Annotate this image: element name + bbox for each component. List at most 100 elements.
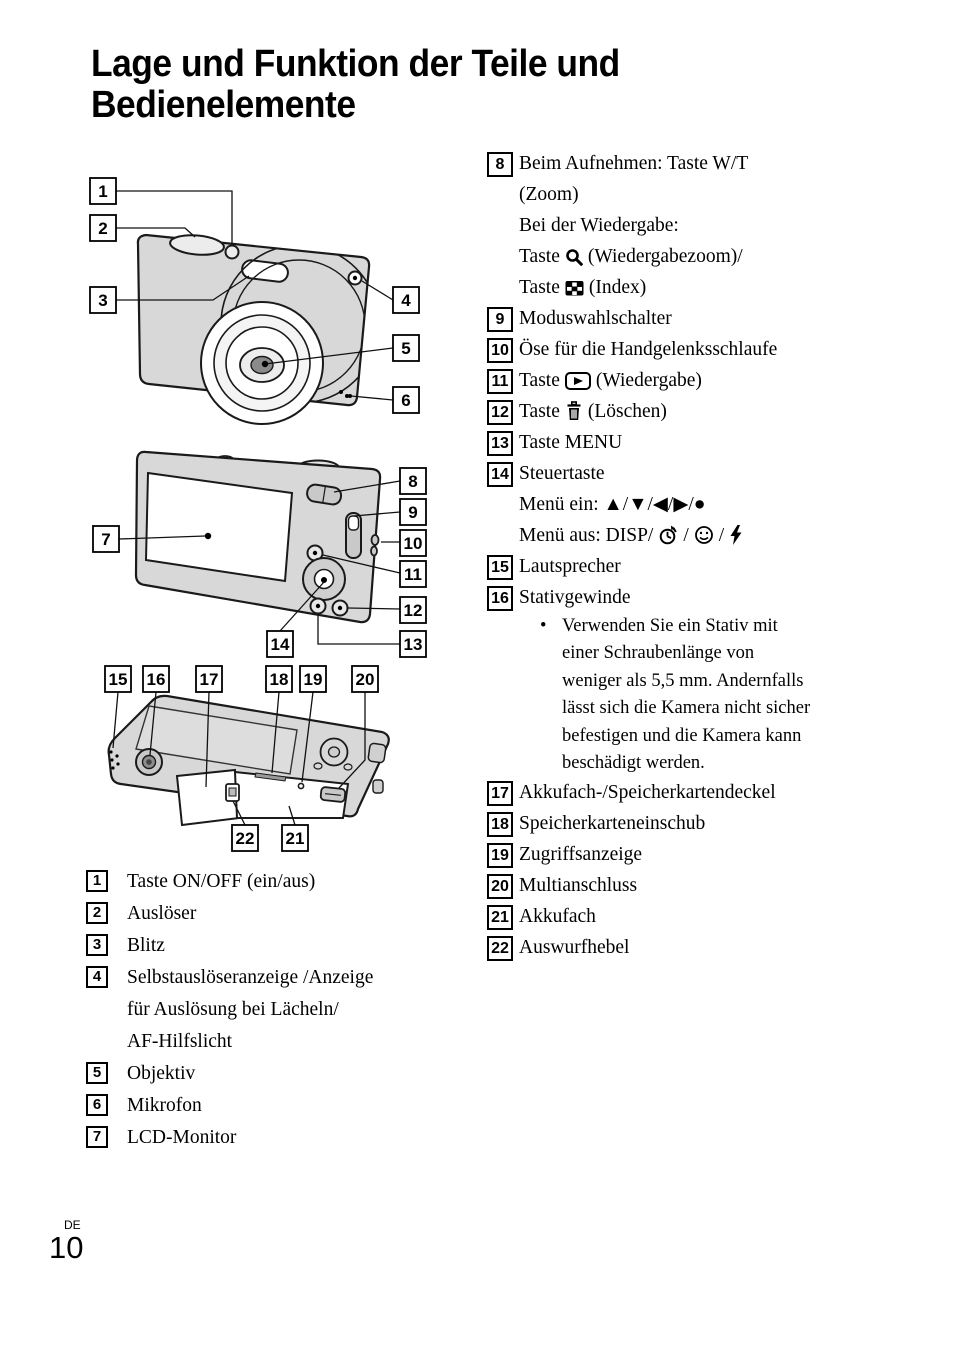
leader-line-11 [322,554,401,574]
leader-line-16 [149,691,157,756]
part-number-6: 6 [86,1094,108,1116]
callout-box-18: 18 [265,665,293,693]
leader-line-20 [338,692,366,789]
flash-icon [729,525,743,545]
mode-switch [345,512,362,559]
leader-line-22 [232,800,246,826]
label-text: / [683,525,689,546]
lcd-screen [144,471,294,583]
zoom-rocker [306,483,343,506]
part-label-line: Steuertaste [519,463,605,484]
leader-line-15 [112,691,119,749]
part-item-20: 20 Multianschluss [487,870,947,901]
part-number-2: 2 [86,902,108,924]
callout-box-21: 21 [281,824,309,852]
part-item-6: 6 Mikrofon [86,1090,486,1122]
part-item-14: 14 Steuertaste Menü ein: ▲/▼/◀/▶/● Menü … [487,458,947,551]
svg-text:3: 3 [98,291,107,310]
part-label: Objektiv [127,1063,196,1084]
leader-line-17 [205,691,210,788]
callout-box-6: 6 [392,386,420,414]
note-line: einer Schraubenlänge von [519,640,947,667]
control-pad-angled [313,737,353,771]
label-text: (Wiedergabezoom)/ [587,246,743,267]
callout-box-11: 11 [399,560,427,588]
note-line: • Verwenden Sie ein Stativ mit [519,613,947,640]
part-label: Akkufach [519,906,596,928]
callout-box-19: 19 [299,665,327,693]
part-number-5: 5 [86,1062,108,1084]
svg-text:7: 7 [101,530,110,549]
part-label: Speicherkarteneinschub [519,813,706,835]
part-label: Lautsprecher [519,556,621,577]
footer-language-code: DE [64,1218,81,1232]
callout-box-20: 20 [351,665,379,693]
callout-box-13: 13 [399,630,427,658]
label-text: (Löschen) [587,401,667,422]
leader-dot-6 [348,394,352,398]
part-label-line: für Auslösung bei Lächeln/ [127,999,339,1020]
bullet: • [540,616,547,636]
note-text: weniger als 5,5 mm. Andernfalls [562,670,804,691]
camera-back-view-diagram: 7 8 9 10 11 12 13 14 [92,450,427,658]
part-number-17: 17 [487,781,513,807]
part-label-line: Taste(Wiedergabezoom)/ [519,241,947,272]
multi-connector [319,786,347,803]
page-title-line2: Bedienelemente [91,84,356,126]
leader-line-8 [333,480,401,493]
part-number-16: 16 [487,586,513,611]
svg-text:11: 11 [404,565,422,584]
parts-list-left: 1 Taste ON/OFF (ein/aus) 2 Auslöser 3 Bl… [86,866,486,1154]
part-number-19: 19 [487,843,513,869]
part-label-line: (Zoom) [519,184,579,205]
leader-line-13 [317,614,400,645]
svg-text:19: 19 [304,670,323,689]
part-label: Auslöser [127,903,197,924]
part-label-line: Menü ein: ▲/▼/◀/▶/● [519,494,706,515]
svg-text:6: 6 [401,391,410,410]
part-label-line: AF-Hilfslicht [127,1031,233,1052]
lcd-back-panel [135,705,298,775]
note-line: befestigen und die Kamera kann [519,723,947,750]
page-title: Lage und Funktion der Teile und Bedienel… [91,44,620,126]
grip-detail [367,742,387,764]
part-label: Multianschluss [519,875,638,897]
leader-line-6 [350,395,394,401]
part-item-15: 15 Lautsprecher [487,551,947,582]
svg-text:4: 4 [401,291,411,310]
leader-line-19 [301,691,314,783]
part-number-13: 13 [487,431,513,456]
leader-line-2 [116,227,196,238]
part-number-9: 9 [487,307,513,332]
svg-text:9: 9 [408,503,417,522]
part-number-4: 4 [86,966,108,988]
callout-box-1: 1 [89,177,117,205]
callout-box-15: 15 [104,665,132,693]
svg-text:18: 18 [270,670,289,689]
part-label-line: Bei der Wiedergabe: [519,215,679,236]
camera-front-view-diagram: 1 2 3 4 5 6 [89,177,420,425]
note-text: Verwenden Sie ein Stativ mit [562,616,778,636]
part-label: Öse für die Handgelenksschlaufe [519,339,778,360]
part-number-1: 1 [86,870,108,892]
leader-line-5 [264,347,394,365]
power-button [224,244,240,260]
flash-window [241,259,289,283]
callout-box-17: 17 [195,665,223,693]
part-item-12: 12 Taste(Löschen) [487,396,947,427]
part-label: Akkufach-/Speicherkartendeckel [519,782,776,804]
leader-line-4 [361,280,394,301]
part-item-11: 11 Taste(Wiedergabe) [487,365,947,396]
part-number-20: 20 [487,874,513,900]
callout-box-8: 8 [399,467,427,495]
part-label: Auswurfhebel [519,937,630,959]
leader-line-21 [288,805,296,826]
part-item-8: 8 Beim Aufnehmen: Taste W/T (Zoom) Bei d… [487,148,947,303]
part-label-line: Taste(Wiedergabe) [519,365,947,396]
part-number-14: 14 [487,462,513,487]
delete-button [331,599,349,617]
part-item-1: 1 Taste ON/OFF (ein/aus) [86,866,486,898]
label-text: Menü aus: DISP/ [519,525,654,546]
note-text: befestigen und die Kamera kann [562,725,802,746]
